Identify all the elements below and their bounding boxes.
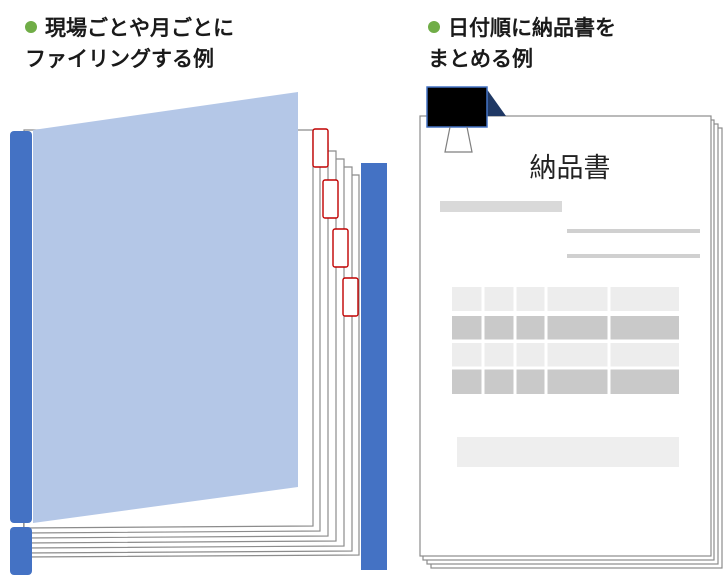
- binder-back-spine: [361, 163, 387, 570]
- invoice-footer-box: [457, 437, 679, 467]
- invoice-text-line: [567, 229, 700, 233]
- caption-filing-by-site-or-month: 現場ごとや月ごとに ファイリングする例: [25, 13, 325, 75]
- invoice-stack-illustration: 納品書: [419, 86, 723, 569]
- binder-index-tabs: [312, 128, 359, 317]
- invoice-table: [452, 287, 679, 394]
- caption-left-line2: ファイリングする例: [25, 47, 214, 71]
- caption-right-line1: 日付順に納品書を: [448, 16, 616, 40]
- green-bullet-icon: [428, 21, 440, 33]
- index-tab: [342, 277, 359, 317]
- green-bullet-icon: [25, 21, 37, 33]
- index-tab: [332, 228, 349, 268]
- binder-spine-bottom: [10, 527, 32, 575]
- binder-clip-icon: [426, 86, 506, 153]
- invoice-text-line: [440, 201, 562, 212]
- caption-invoices-by-date: 日付順に納品書を まとめる例: [428, 13, 718, 75]
- invoice-text-line: [567, 254, 700, 258]
- index-tab: [322, 179, 339, 219]
- index-tab: [312, 128, 329, 168]
- binder-illustration: [10, 92, 387, 575]
- caption-left-line1: 現場ごとや月ごとに: [45, 16, 234, 40]
- invoice-title: 納品書: [530, 153, 611, 184]
- binder-front-cover: [33, 92, 298, 523]
- caption-right-line2: まとめる例: [428, 47, 533, 71]
- binder-front-spine: [10, 131, 32, 523]
